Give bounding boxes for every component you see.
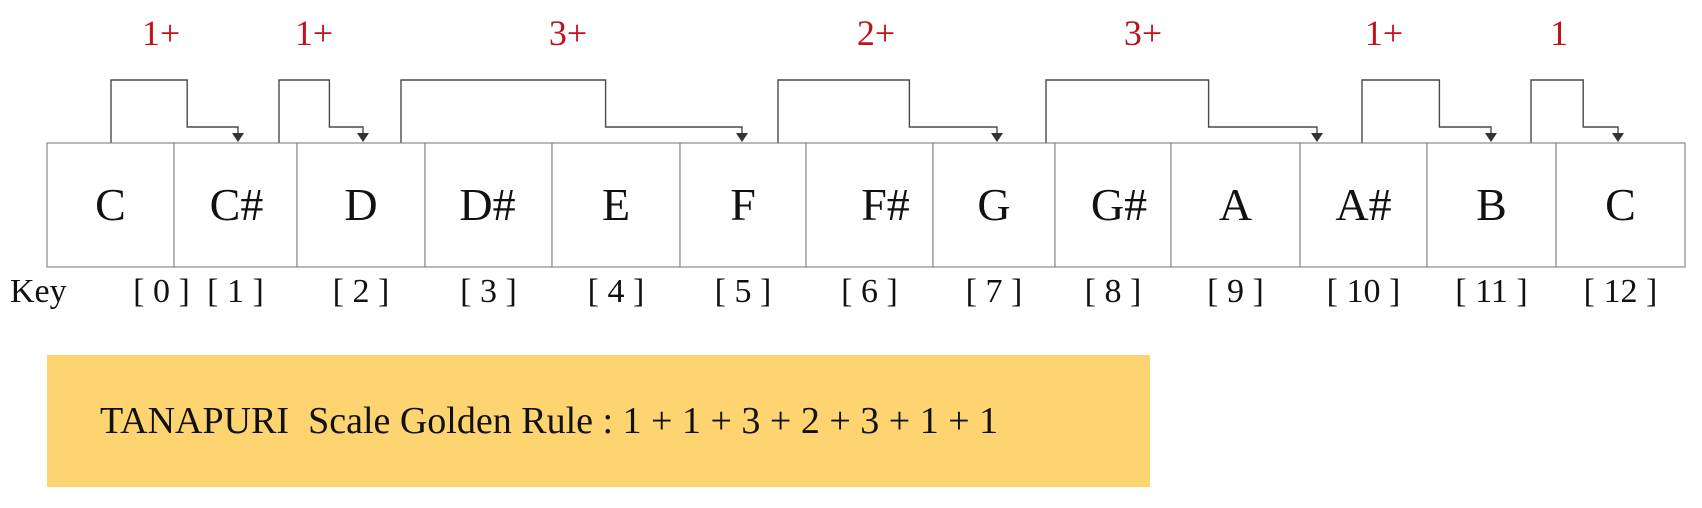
interval-connector xyxy=(1361,79,1497,143)
key-cell: B xyxy=(1426,142,1557,268)
key-note-label: D# xyxy=(459,179,515,230)
key-note-label: C xyxy=(1605,179,1636,230)
golden-rule-banner: TANAPURI Scale Golden Rule : 1 + 1 + 3 +… xyxy=(47,355,1150,487)
piano-keys: C C# D D# E F F# G G# A A# B C xyxy=(46,142,1686,268)
connector-line xyxy=(1530,79,1619,143)
key-index-label: [ 12 ] xyxy=(1584,273,1658,310)
key-note-label: G xyxy=(977,179,1010,230)
key-note-label: C xyxy=(95,179,126,230)
key-cell: G xyxy=(932,142,1056,268)
key-index-label: [ 7 ] xyxy=(966,273,1023,310)
key-note-label: F# xyxy=(861,179,910,230)
interval-connector xyxy=(110,79,244,143)
key-index-label: [ 4 ] xyxy=(588,273,645,310)
connector-line xyxy=(278,79,364,143)
interval-connector xyxy=(278,79,369,143)
key-box xyxy=(1555,142,1686,268)
connector-arrowhead xyxy=(736,133,748,142)
key-cell: A# xyxy=(1299,142,1428,268)
connector-arrowhead xyxy=(1485,133,1497,142)
connector-line xyxy=(110,79,239,143)
key-box xyxy=(932,142,1056,268)
key-cell: E xyxy=(551,142,681,268)
interval-connector xyxy=(1045,79,1323,143)
key-note-label: A# xyxy=(1335,179,1391,230)
key-note-label: C# xyxy=(210,179,264,230)
key-box xyxy=(679,142,807,268)
key-index-label: [ 10 ] xyxy=(1327,273,1401,310)
key-cell: D# xyxy=(424,142,553,268)
key-index-label: [ 3 ] xyxy=(460,273,517,310)
step-label: 1+ xyxy=(1365,13,1403,53)
key-note-label: F xyxy=(730,179,756,230)
interval-connector xyxy=(1530,79,1624,143)
key-cell: F# xyxy=(805,142,934,268)
key-index-label: [ 8 ] xyxy=(1085,273,1142,310)
key-box xyxy=(1426,142,1557,268)
interval-step-labels: 1+ 1+ 3+ 2+ 3+ 1+ 1 xyxy=(142,13,1568,53)
connector-arrowhead xyxy=(1612,133,1624,142)
key-box xyxy=(805,142,934,268)
key-index-label: [ 1 ] xyxy=(207,273,264,310)
connector-arrowhead xyxy=(991,133,1003,142)
connector-line xyxy=(777,79,998,143)
key-cell: G# xyxy=(1054,142,1172,268)
connector-line xyxy=(1361,79,1492,143)
key-box xyxy=(296,142,426,268)
connector-line xyxy=(1045,79,1318,143)
key-note-label: A xyxy=(1219,179,1252,230)
step-label: 2+ xyxy=(857,13,895,53)
key-cell: A xyxy=(1170,142,1301,268)
connector-arrowhead xyxy=(1311,133,1323,142)
key-note-label: D xyxy=(344,179,377,230)
connector-arrowhead xyxy=(357,133,369,142)
key-cell: C xyxy=(46,142,175,268)
key-cell: D xyxy=(296,142,426,268)
step-label: 1+ xyxy=(142,13,180,53)
key-indices: Key [ 0 ] [ 1 ] [ 2 ] [ 3 ] [ 4 ] [ 5 ] [ 6 ] [… xyxy=(10,273,1657,310)
golden-rule-text: TANAPURI Scale Golden Rule : 1 + 1 + 3 +… xyxy=(100,400,998,442)
key-index-label: [ 0 ] xyxy=(133,273,190,310)
key-index-label: [ 2 ] xyxy=(333,273,390,310)
golden-rule-box xyxy=(47,355,1150,487)
step-label: 3+ xyxy=(549,13,587,53)
key-index-label: [ 9 ] xyxy=(1207,273,1264,310)
key-prefix-label: Key xyxy=(10,273,67,310)
key-note-label: B xyxy=(1476,179,1507,230)
key-index-label: [ 5 ] xyxy=(715,273,772,310)
connector-arrowhead xyxy=(232,133,244,142)
key-cell: C# xyxy=(173,142,298,268)
connector-line xyxy=(400,79,743,143)
key-note-label: E xyxy=(602,179,630,230)
step-label: 1+ xyxy=(295,13,333,53)
key-note-label: G# xyxy=(1091,179,1147,230)
key-cell: F xyxy=(679,142,807,268)
key-cell: C xyxy=(1555,142,1686,268)
key-box xyxy=(424,142,553,268)
key-box xyxy=(551,142,681,268)
key-index-label: [ 11 ] xyxy=(1455,273,1527,310)
step-label: 1 xyxy=(1550,13,1568,53)
interval-connectors xyxy=(110,79,1624,143)
key-box xyxy=(1170,142,1301,268)
key-box xyxy=(46,142,175,268)
key-box xyxy=(1054,142,1172,268)
key-box xyxy=(173,142,298,268)
interval-connector xyxy=(400,79,748,143)
key-index-label: [ 6 ] xyxy=(841,273,898,310)
step-label: 3+ xyxy=(1124,13,1162,53)
interval-connector xyxy=(777,79,1003,143)
